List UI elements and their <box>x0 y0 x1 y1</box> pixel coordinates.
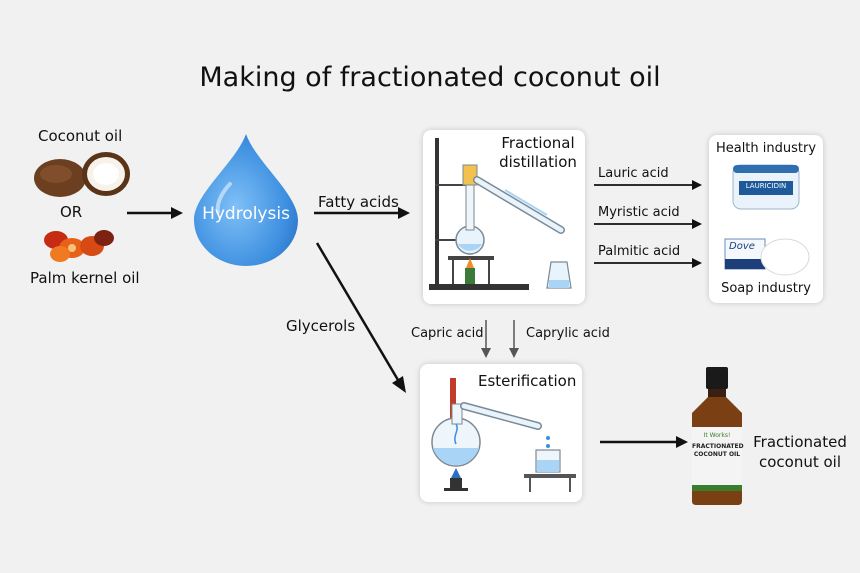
palm-fruit-image <box>44 230 114 262</box>
distillation-title-line1: Fractional <box>501 134 575 152</box>
product-label-line2: coconut oil <box>758 453 842 471</box>
lauric-acid-label: Lauric acid <box>598 166 669 181</box>
distillation-apparatus-illustration <box>429 138 572 290</box>
arrow-lauric-acid <box>594 180 702 190</box>
arrow-myristic-acid <box>594 219 702 229</box>
bottle-label-line1: FRACTIONATED <box>692 443 744 450</box>
water-drop-icon <box>194 134 298 266</box>
dove-label: Dove <box>729 241 755 252</box>
glycerols-label: Glycerols <box>286 317 356 335</box>
industry-card: Health industry LAURICIDIN Dove Soap ind… <box>709 135 823 303</box>
coconut-image <box>34 152 130 197</box>
distillation-title-line2: distillation <box>499 153 577 171</box>
esterification-title: Esterification <box>478 372 577 390</box>
arrow-palmitic-acid <box>594 258 702 268</box>
soap-industry-label: Soap industry <box>721 281 811 296</box>
diagram-title: Making of fractionated coconut oil <box>199 62 661 93</box>
caprylic-acid-label: Caprylic acid <box>526 326 610 341</box>
esterification-apparatus-illustration <box>431 378 576 492</box>
fractionated-coconut-oil-label: Fractionated coconut oil <box>752 432 848 472</box>
hydrolysis-label: Hydrolysis <box>202 204 290 224</box>
fractional-distillation-card: Fractional distillation <box>423 130 585 304</box>
arrow-caprylic-acid <box>509 320 519 358</box>
arrow-capric-acid <box>481 320 491 358</box>
lauricidin-label: LAURICIDIN <box>745 182 787 190</box>
esterification-card: Esterification <box>420 364 582 502</box>
product-label-line1: Fractionated <box>753 433 847 451</box>
arrow-fatty-acids <box>314 207 410 219</box>
arrow-to-hydrolysis <box>127 207 183 219</box>
health-industry-label: Health industry <box>715 141 817 156</box>
coconut-oil-label: Coconut oil <box>38 127 123 145</box>
dove-soap-image <box>724 238 810 276</box>
fractional-distillation-title: Fractional distillation <box>493 134 583 172</box>
arrow-to-product <box>600 436 688 448</box>
bottle-label-line2: COCONUT OIL <box>693 451 741 458</box>
fatty-acids-label: Fatty acids <box>318 193 399 211</box>
product-bottle-image <box>692 367 742 505</box>
myristic-acid-label: Myristic acid <box>598 205 680 220</box>
bottle-brand-label: It Works! <box>703 432 731 439</box>
palm-kernel-oil-label: Palm kernel oil <box>30 269 140 287</box>
arrow-glycerols <box>315 242 406 393</box>
or-label: OR <box>60 203 83 221</box>
capric-acid-label: Capric acid <box>411 326 484 341</box>
lauricidin-jar-image <box>732 164 800 210</box>
palmitic-acid-label: Palmitic acid <box>598 244 681 259</box>
